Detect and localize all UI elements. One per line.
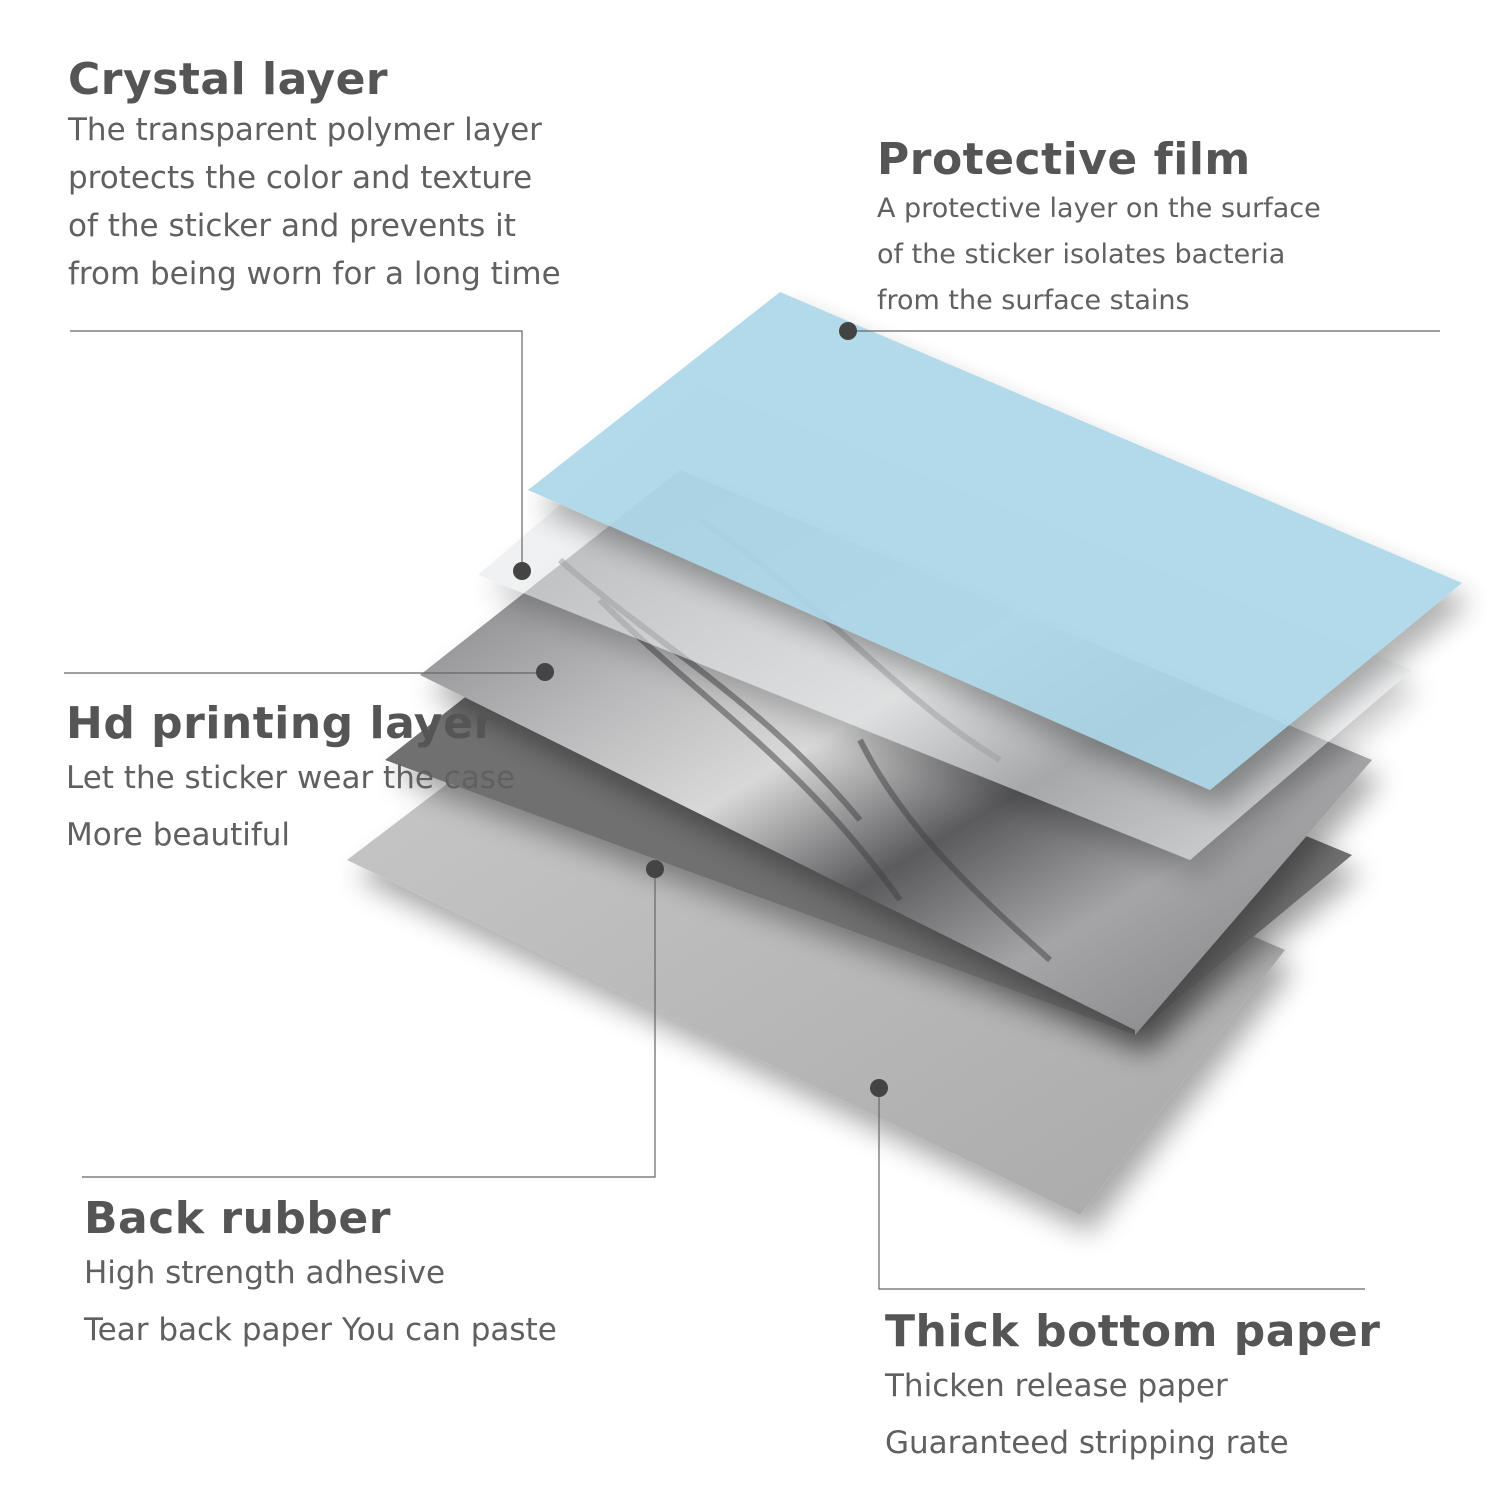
crystal-desc-4: from being worn for a long time (68, 256, 561, 292)
protective-desc-1: A protective layer on the surface (877, 193, 1321, 224)
marble-veins (558, 517, 1052, 963)
hd-title: Hd printing layer (66, 698, 496, 749)
paper-desc-2: Guaranteed stripping rate (885, 1425, 1289, 1461)
protective-desc-3: from the surface stains (877, 285, 1190, 316)
paper-title: Thick bottom paper (885, 1306, 1381, 1357)
protective-desc-2: of the sticker isolates bacteria (877, 239, 1286, 270)
crystal-desc-1: The transparent polymer layer (68, 112, 542, 148)
back-desc-2: Tear back paper You can paste (84, 1312, 557, 1348)
paper-dot (870, 1079, 888, 1097)
crystal-desc-3: of the sticker and prevents it (68, 208, 516, 244)
crystal-title: Crystal layer (68, 54, 389, 105)
back-label: Back rubber High strength adhesive Tear … (84, 1193, 557, 1359)
hd-desc-1: Let the sticker wear the case (66, 760, 516, 796)
paper-desc-1: Thicken release paper (885, 1368, 1228, 1404)
back-dot (646, 860, 664, 878)
back-desc-1: High strength adhesive (84, 1255, 446, 1291)
crystal-leader-line (70, 330, 523, 571)
crystal-desc-2: protects the color and texture (68, 160, 533, 196)
crystal-label: Crystal layer The transparent polymer la… (68, 54, 561, 298)
crystal-dot (513, 562, 531, 580)
hd-dot (536, 663, 554, 681)
protective-film-layer (528, 292, 1462, 790)
protective-label: Protective film A protective layer on th… (877, 134, 1321, 324)
back-leader-line (82, 869, 656, 1178)
hd-label: Hd printing layer Let the sticker wear t… (66, 698, 515, 864)
paper-label: Thick bottom paper Thicken release paper… (885, 1306, 1381, 1472)
hd-desc-2: More beautiful (66, 817, 291, 853)
protective-dot (839, 322, 857, 340)
protective-title: Protective film (877, 134, 1251, 185)
back-title: Back rubber (84, 1193, 391, 1244)
paper-leader-line (878, 1088, 1365, 1290)
